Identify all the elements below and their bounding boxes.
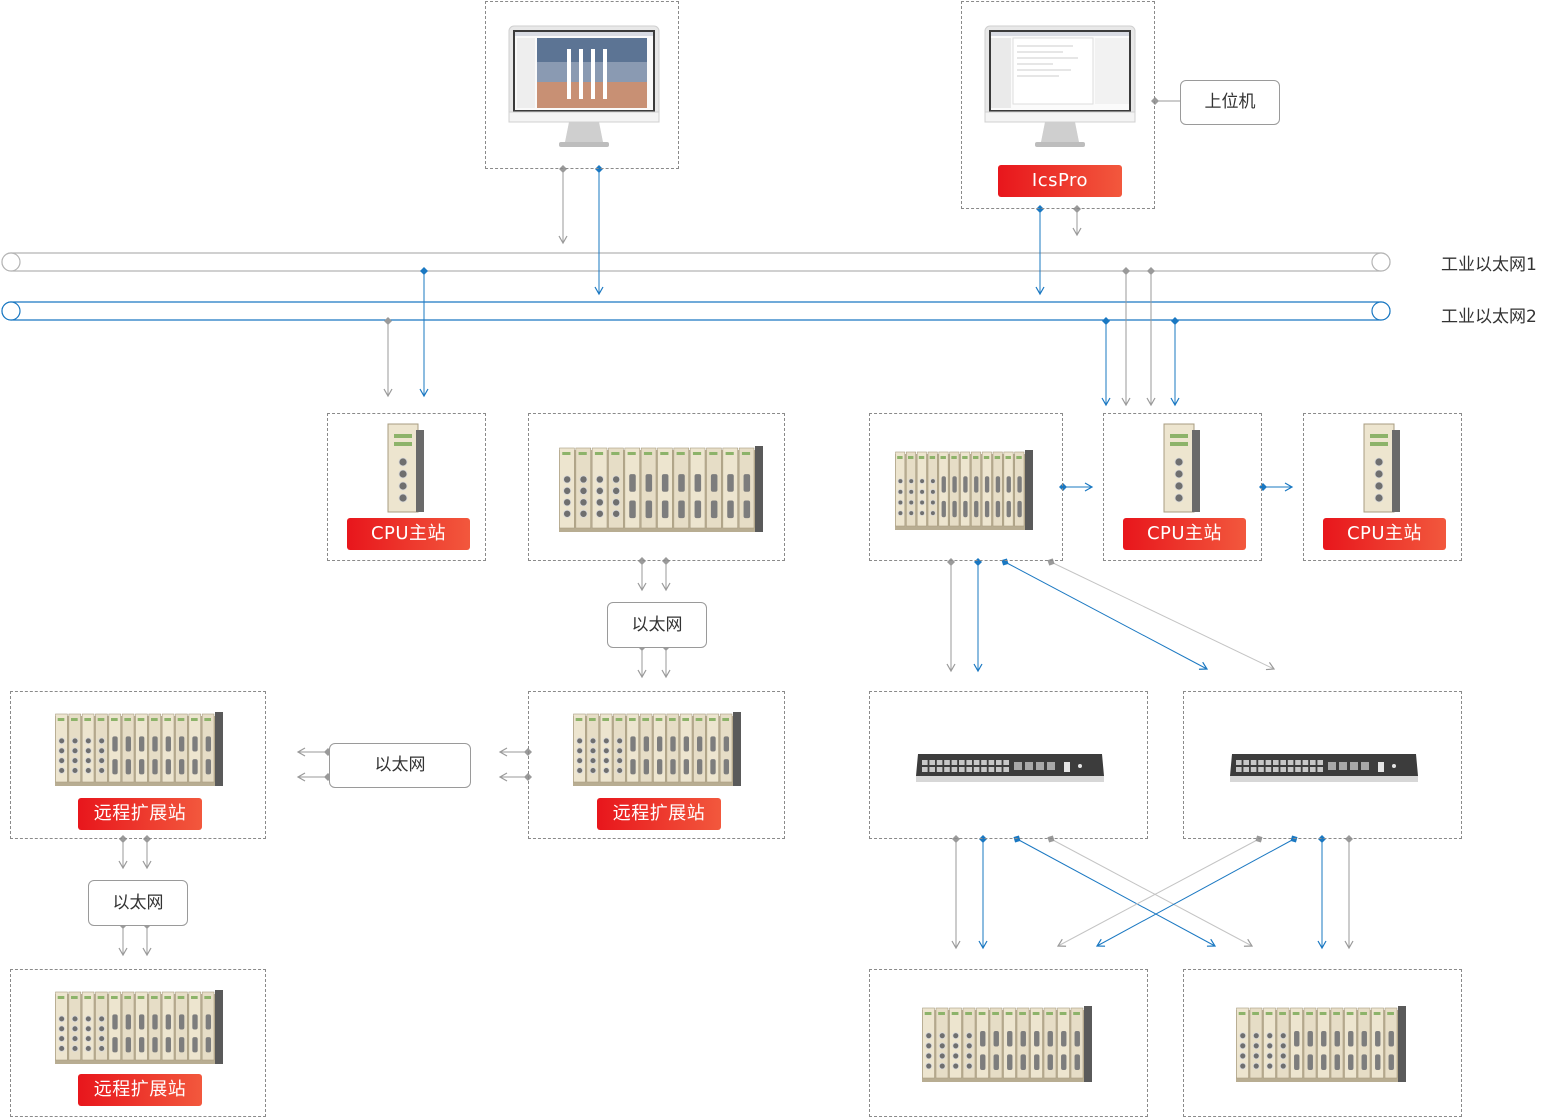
ethernet-link-left: 以太网 <box>329 743 471 788</box>
io-rack-icon <box>55 712 223 786</box>
net1-label: 工业以太网1 <box>1441 255 1537 275</box>
io-rack-center[interactable] <box>528 413 785 561</box>
io-rack-icon <box>573 712 741 786</box>
monitor-icon <box>984 25 1136 147</box>
remote-ext-station-center[interactable]: 远程扩展站 <box>528 691 785 839</box>
io-rack-icon <box>922 1006 1092 1082</box>
cpu-module-icon <box>1363 423 1400 513</box>
remote-ext-badge: 远程扩展站 <box>597 798 721 830</box>
cpu-module-icon <box>1163 423 1200 513</box>
remote-ext-station-left-1[interactable]: 远程扩展站 <box>10 691 266 839</box>
icspro-badge: IcsPro <box>998 165 1122 197</box>
cpu-station-1[interactable]: CPU主站 <box>327 413 486 561</box>
io-rack-icon <box>559 446 763 532</box>
host-node[interactable]: IcsPro <box>961 1 1155 209</box>
switch-node-1[interactable] <box>869 691 1148 839</box>
cpu-badge: CPU主站 <box>1323 518 1446 550</box>
switch-icon <box>916 754 1104 782</box>
io-rack-icon <box>895 450 1033 530</box>
io-rack-icon <box>1236 1006 1406 1082</box>
net2-label: 工业以太网2 <box>1441 307 1537 327</box>
remote-ext-badge: 远程扩展站 <box>78 798 202 830</box>
ethernet-bus-2 <box>1 301 1391 321</box>
switch-node-2[interactable] <box>1183 691 1462 839</box>
io-rack-right[interactable] <box>869 413 1063 561</box>
ethernet-link-center: 以太网 <box>607 602 707 648</box>
host-label: 上位机 <box>1180 80 1280 125</box>
ethernet-bus-1 <box>1 252 1391 272</box>
ethernet-link-bottom-left: 以太网 <box>88 880 188 926</box>
switch-icon <box>1230 754 1418 782</box>
io-rack-bottom-1[interactable] <box>869 969 1148 1117</box>
cpu-badge: CPU主站 <box>347 518 470 550</box>
workstation-node-1[interactable] <box>485 1 679 169</box>
cpu-station-2[interactable]: CPU主站 <box>1103 413 1262 561</box>
remote-ext-station-left-2[interactable]: 远程扩展站 <box>10 969 266 1117</box>
cpu-station-3[interactable]: CPU主站 <box>1303 413 1462 561</box>
remote-ext-badge: 远程扩展站 <box>78 1074 202 1106</box>
cpu-module-icon <box>387 423 424 513</box>
monitor-icon <box>508 25 660 147</box>
cpu-badge: CPU主站 <box>1123 518 1246 550</box>
io-rack-bottom-2[interactable] <box>1183 969 1462 1117</box>
io-rack-icon <box>55 990 223 1064</box>
